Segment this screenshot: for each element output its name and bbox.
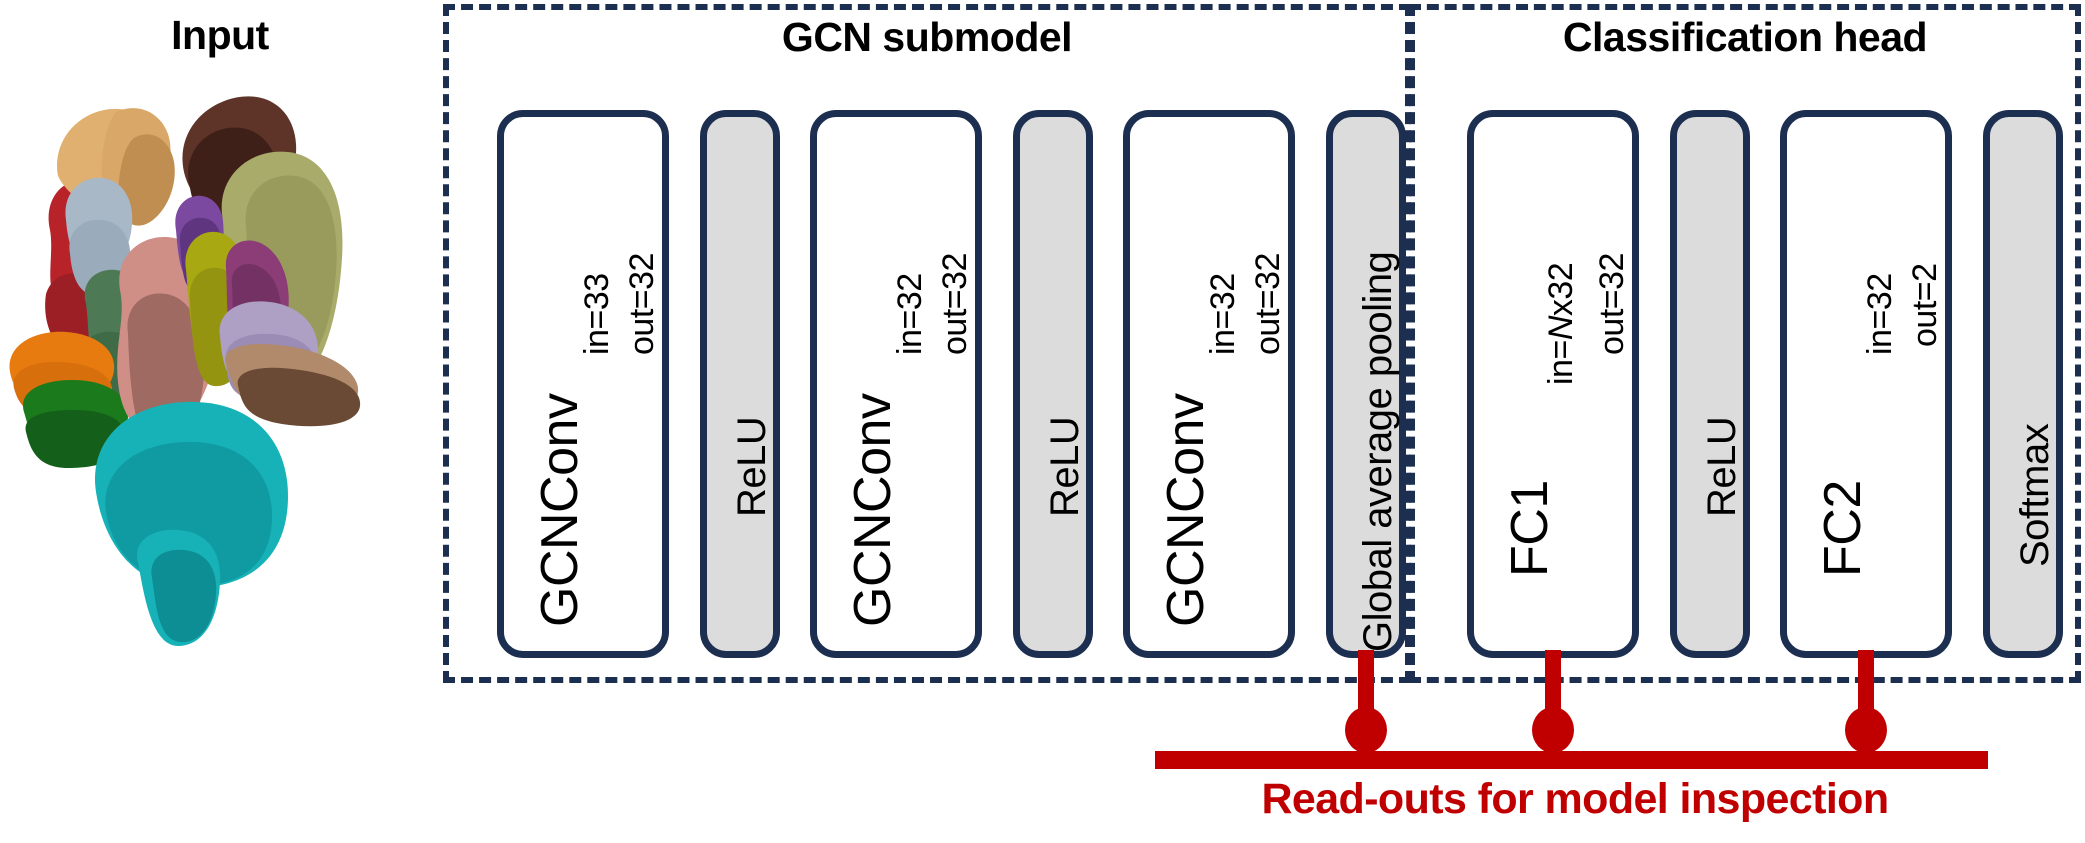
- layer-block-gcnconv-1[interactable]: GCNConv in=33 out=32: [497, 110, 669, 658]
- block-label: Softmax: [2013, 423, 2057, 567]
- block-label: GCNConv: [1157, 393, 1215, 627]
- block-in-label: in=32: [1861, 273, 1899, 355]
- layer-block-softmax[interactable]: Softmax: [1983, 110, 2063, 658]
- block-inner: GCNConv in=33 out=32: [504, 117, 662, 651]
- block-label: ReLU: [1700, 416, 1744, 517]
- block-in-label: in=Nx32: [1542, 262, 1580, 385]
- layer-block-global-average-pooling[interactable]: Global average pooling: [1326, 110, 1406, 658]
- input-panel: Input: [0, 0, 440, 700]
- block-label: ReLU: [1043, 416, 1087, 517]
- readout-pin-fc2[interactable]: [1845, 707, 1887, 753]
- block-inner: ReLU: [707, 117, 774, 651]
- layer-block-gcnconv-3[interactable]: GCNConv in=32 out=32: [1123, 110, 1295, 658]
- readout-pin-fc1[interactable]: [1532, 707, 1574, 753]
- layer-block-fc1[interactable]: FC1 in=Nx32 out=32: [1467, 110, 1639, 658]
- block-label: GCNConv: [844, 393, 902, 627]
- readout-bus-bar: [1155, 751, 1988, 769]
- block-in-label: in=32: [891, 273, 929, 355]
- block-inner: GCNConv in=32 out=32: [1130, 117, 1288, 651]
- block-label: Global average pooling: [1356, 251, 1400, 652]
- block-inner: Softmax: [1990, 117, 2057, 651]
- block-out-label: out=32: [936, 253, 974, 355]
- block-inner: ReLU: [1677, 117, 1744, 651]
- block-in-label: in=32: [1204, 273, 1242, 355]
- block-inner: FC1 in=Nx32 out=32: [1474, 117, 1632, 651]
- readout-caption: Read-outs for model inspection: [1261, 775, 1889, 823]
- block-in-label: in=33: [578, 273, 616, 355]
- block-out-label: out=2: [1906, 263, 1944, 347]
- classification-head-group: [1409, 4, 2081, 683]
- block-label: FC2: [1814, 480, 1872, 577]
- layer-block-relu-2[interactable]: ReLU: [1013, 110, 1093, 658]
- input-title: Input: [171, 12, 269, 58]
- block-inner: ReLU: [1020, 117, 1087, 651]
- layer-block-gcnconv-2[interactable]: GCNConv in=32 out=32: [810, 110, 982, 658]
- block-out-label: out=32: [623, 253, 661, 355]
- anatomical-mesh-svg: [9, 96, 361, 646]
- gcn-submodel-title: GCN submodel: [781, 14, 1073, 60]
- block-label: GCNConv: [531, 393, 589, 627]
- block-out-label: out=32: [1593, 253, 1631, 355]
- layer-block-relu-1[interactable]: ReLU: [700, 110, 780, 658]
- layer-block-relu-3[interactable]: ReLU: [1670, 110, 1750, 658]
- block-label: FC1: [1501, 480, 1559, 577]
- block-label: ReLU: [730, 416, 774, 517]
- block-inner: FC2 in=32 out=2: [1787, 117, 1945, 651]
- readout-pin-gap[interactable]: [1345, 707, 1387, 753]
- layer-block-fc2[interactable]: FC2 in=32 out=2: [1780, 110, 1952, 658]
- block-inner: Global average pooling: [1333, 117, 1400, 652]
- classification-head-title: Classification head: [1562, 14, 1928, 60]
- block-out-label: out=32: [1249, 253, 1287, 355]
- block-inner: GCNConv in=32 out=32: [817, 117, 975, 651]
- gcn-submodel-group: [443, 4, 1411, 683]
- input-mesh-render: [0, 72, 440, 652]
